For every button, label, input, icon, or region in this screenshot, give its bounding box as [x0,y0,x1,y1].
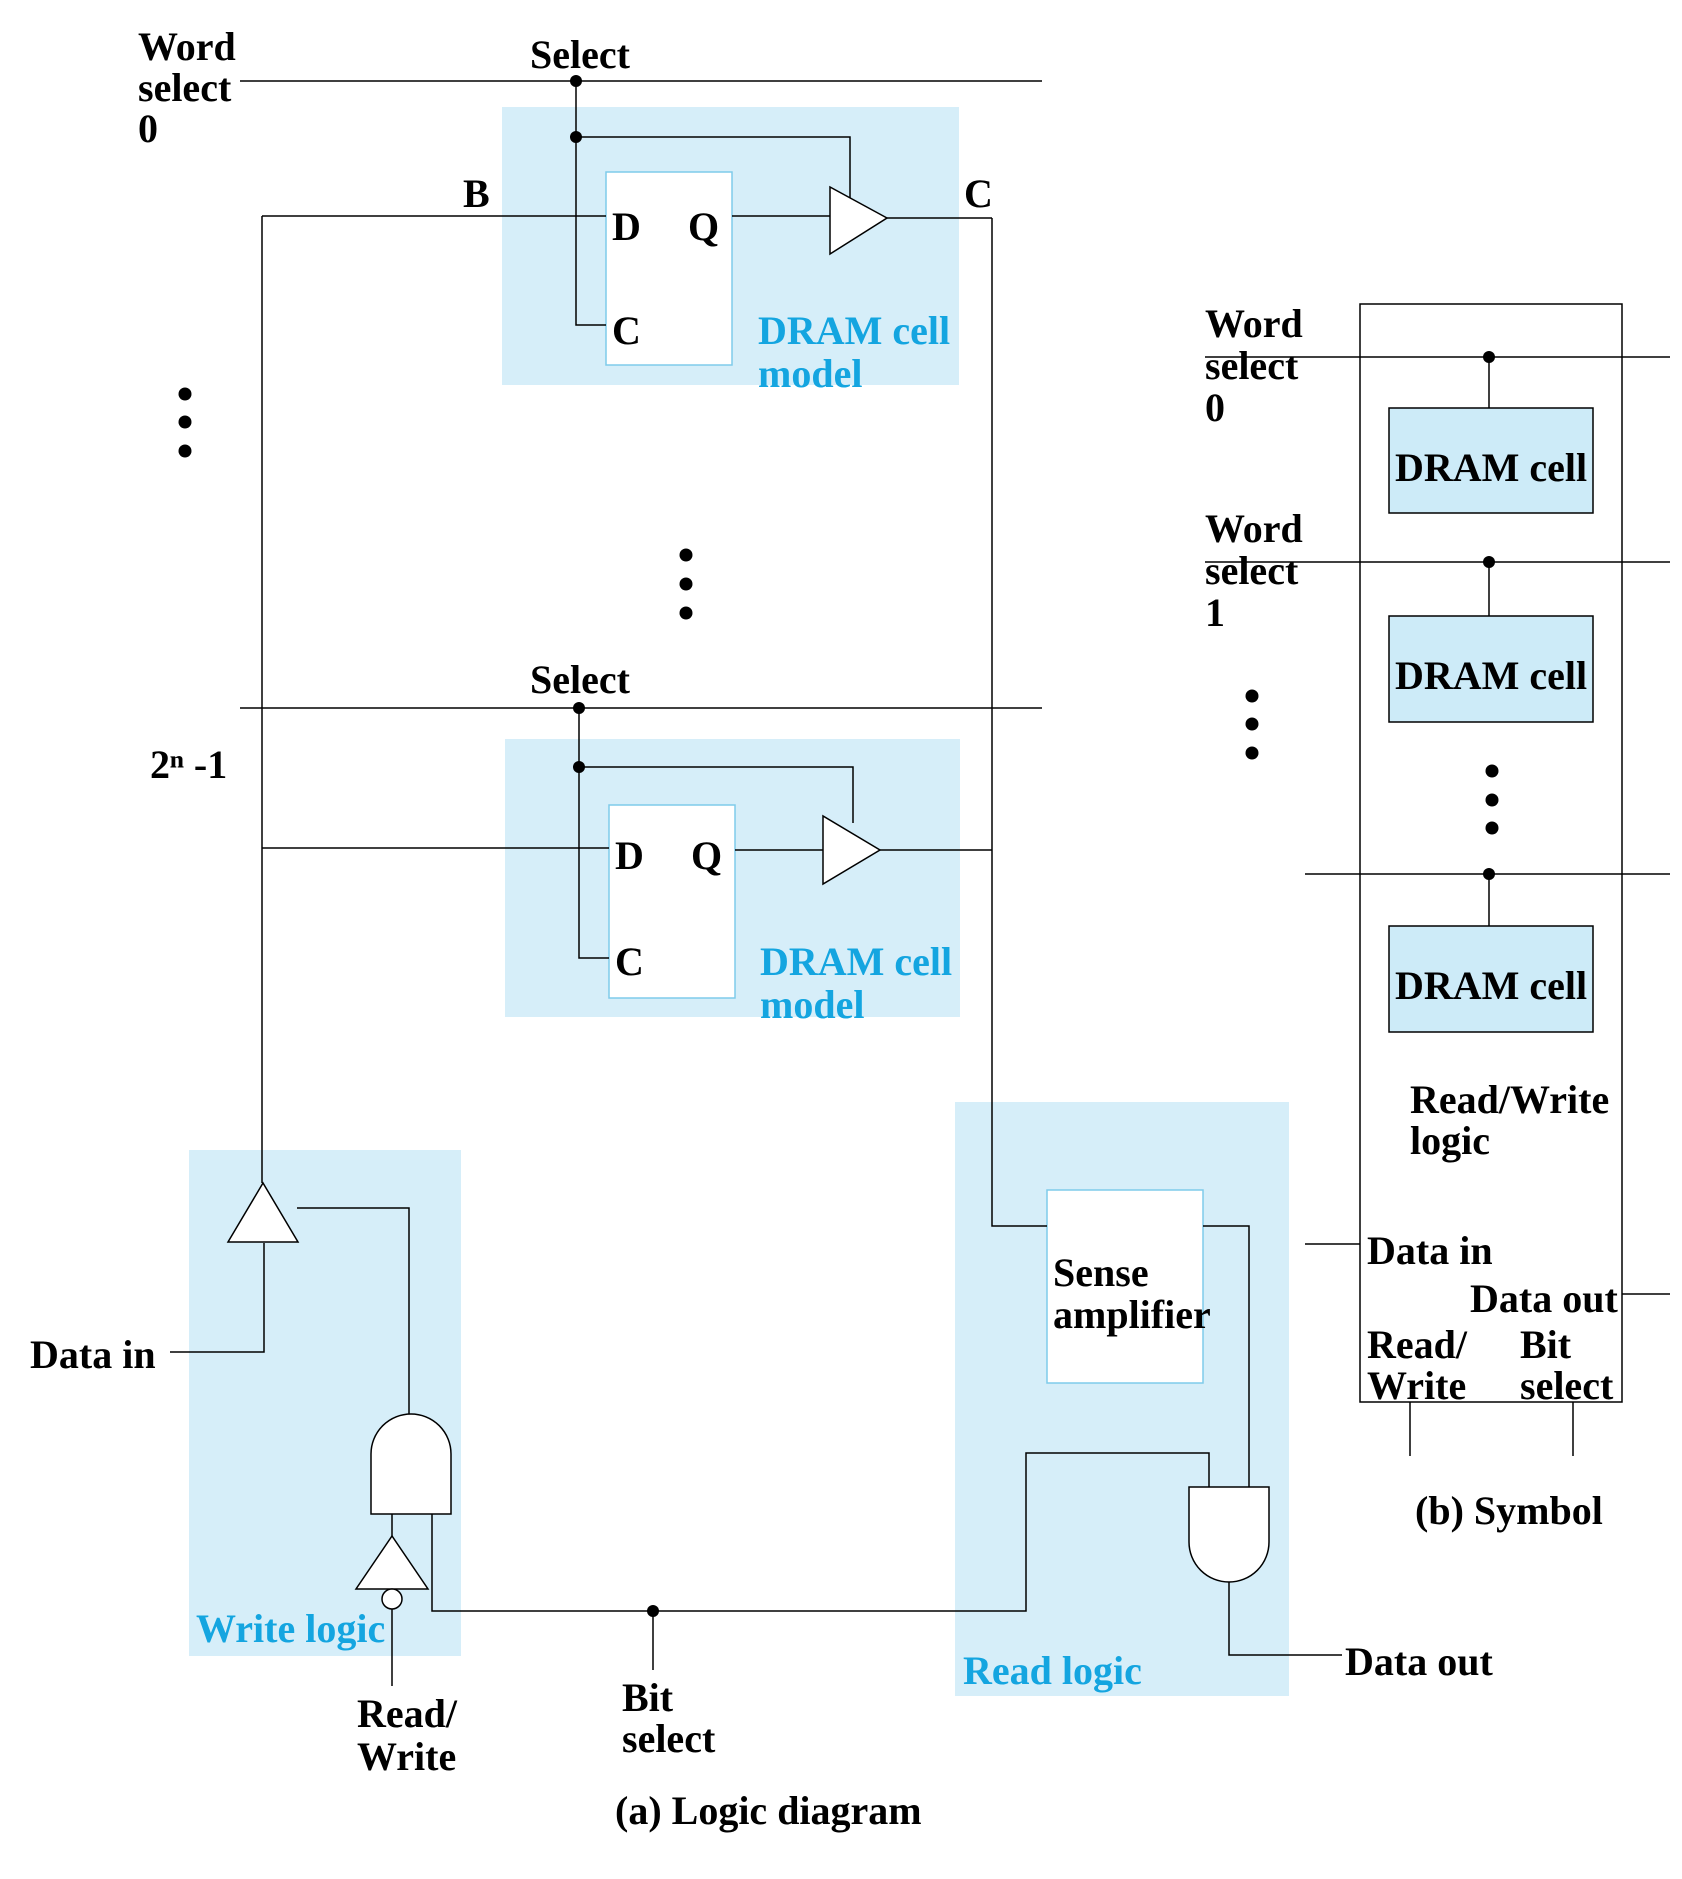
symbol-read-write-label: Read/ Write [1367,1322,1477,1408]
symbol-outline [1359,303,1623,1403]
node-c-label: C [964,171,993,216]
symbol-word-select-0-label: Word select 0 [1205,301,1313,430]
data-in-label: Data in [30,1332,156,1377]
read-and-gate [1188,1486,1270,1583]
symbol-data-out-label: Data out [1470,1276,1618,1321]
symbol-wiring [1205,356,1670,1456]
select-label-top: Select [530,32,631,77]
tristate-buffer-top [829,185,889,256]
flip-flop-top [605,171,733,366]
row-last-label: 2ⁿ -1 [150,742,227,787]
tristate-buffer-bottom [822,814,882,886]
symbol-dram-cell-1 [1388,615,1594,723]
flip-flop-bottom [608,804,736,999]
ff-top-c-label: C [612,308,641,353]
ff-bottom-d-label: D [615,833,644,878]
inverter-bubble [381,1588,403,1610]
word-select-0-label: Word select 0 [138,24,246,151]
logic-wiring [170,80,1342,1686]
symbol-junction-dots [1483,351,1495,880]
symbol-caption: (b) Symbol [1415,1488,1603,1533]
symbol-dram-cell-0 [1388,407,1594,514]
junction-dots [570,75,659,1617]
symbol-data-in-label: Data in [1367,1228,1493,1273]
ff-top-d-label: D [612,204,641,249]
symbol-dram-cell-1-label: DRAM cell [1395,653,1587,698]
bit-select-label: Bit select [622,1675,716,1761]
symbol-dram-cell-n [1388,925,1594,1033]
select-label-bottom: Select [530,657,631,702]
ff-bottom-c-label: C [615,939,644,984]
symbol-ellipsis-dots [1245,689,1499,835]
symbol-dram-cell-0-label: DRAM cell [1395,445,1587,490]
symbol-bit-select-label: Bit select [1520,1322,1614,1408]
data-out-label: Data out [1345,1639,1493,1684]
read-logic-label: Read logic [963,1648,1142,1693]
read-write-label: Read/ Write [357,1691,467,1779]
node-b-label: B [463,171,490,216]
write-buffer [226,1181,300,1243]
write-logic-label: Write logic [196,1606,385,1651]
logic-diagram-caption: (a) Logic diagram [615,1788,922,1833]
ff-bottom-q-label: Q [691,833,722,878]
sense-amplifier-box [1046,1189,1204,1384]
symbol-read-write-logic-label: Read/Write logic [1410,1077,1619,1163]
symbol-dram-cell-n-label: DRAM cell [1395,963,1587,1008]
dram-cell-model-label-top: DRAM cell model [758,308,960,396]
ellipsis-dots [178,387,693,620]
ff-top-q-label: Q [688,204,719,249]
write-and-gate [370,1413,452,1515]
sense-amplifier-label: Sense amplifier [1053,1250,1211,1337]
dram-cell-model-label-bottom: DRAM cell model [760,939,962,1027]
symbol-word-select-1-label: Word select 1 [1205,506,1313,635]
